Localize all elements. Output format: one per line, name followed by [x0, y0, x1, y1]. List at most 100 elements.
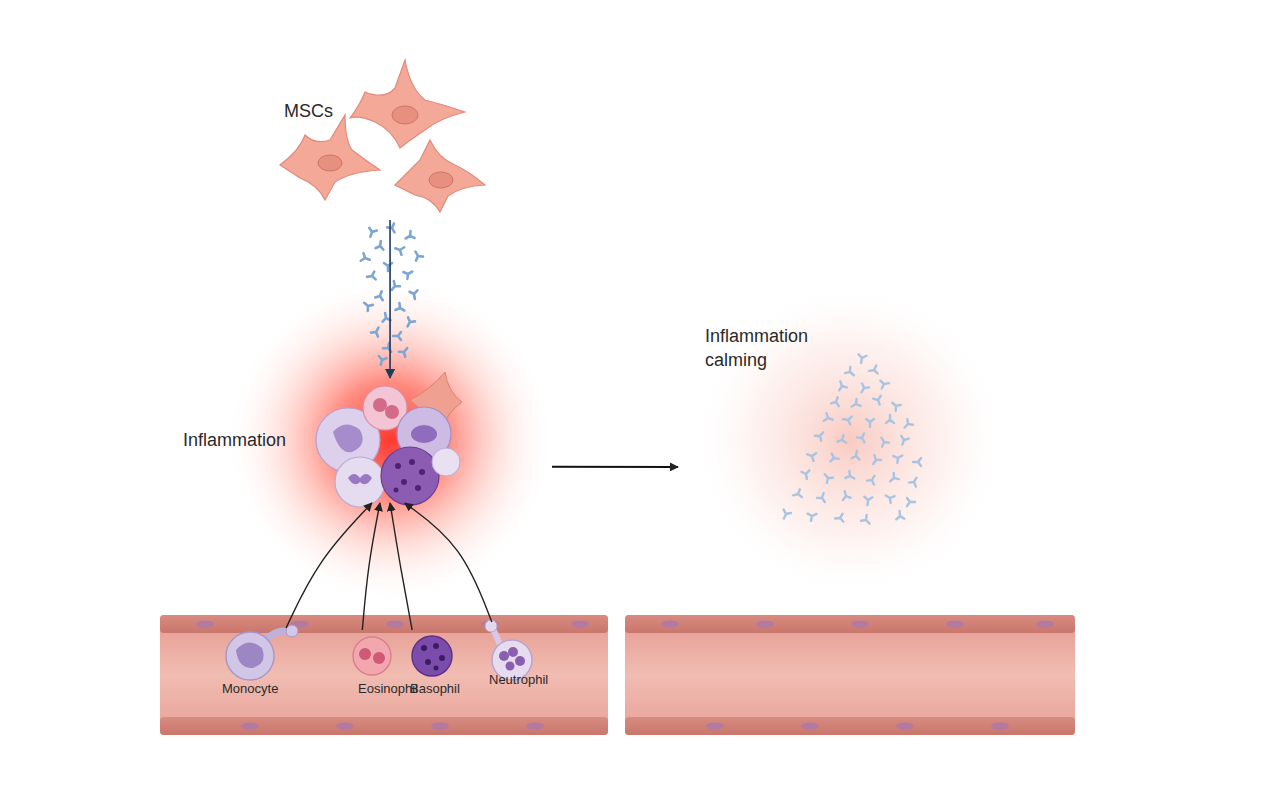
factor-particle	[868, 366, 877, 375]
flow-arrow	[405, 503, 492, 622]
vessel-wall	[625, 717, 1075, 735]
endothelial-nucleus	[946, 621, 964, 628]
endothelial-nuclei	[661, 621, 1054, 730]
cell-nucleus	[515, 656, 525, 666]
endothelial-nucleus	[196, 621, 214, 628]
flow-arrow	[362, 503, 380, 630]
factor-particle	[806, 451, 816, 461]
node-label: MSCs	[284, 100, 374, 124]
monocyte-graphic	[226, 625, 298, 680]
granule	[409, 459, 415, 465]
basophil-cell: Basophil	[405, 630, 460, 700]
factor-particle	[880, 379, 889, 388]
node-label: Inflammation calming	[705, 325, 835, 373]
factor-particle	[393, 332, 401, 340]
neutrophil-graphic	[485, 620, 532, 680]
pseudopod-tip	[286, 625, 298, 637]
factor-particle	[896, 511, 905, 520]
cell-body	[353, 637, 391, 675]
monocyte-cell: Monocyte	[212, 628, 290, 700]
endothelial-nucleus	[896, 723, 914, 730]
factor-particle	[841, 490, 851, 500]
cell-nucleus	[385, 405, 399, 419]
cell-nucleus	[411, 425, 437, 443]
factor-particle	[857, 354, 866, 363]
factor-particle	[831, 396, 841, 406]
eosinophil-graphic	[353, 637, 391, 675]
factor-particle	[366, 272, 375, 281]
basophil-graphic	[412, 636, 452, 676]
cell-granules	[394, 459, 426, 493]
factor-particle	[850, 399, 861, 410]
cell-nucleus	[373, 398, 387, 412]
factor-particle	[893, 452, 904, 463]
factor-particle	[822, 472, 833, 483]
endothelial-nucleus	[706, 723, 724, 730]
endothelial-nucleus	[526, 723, 544, 730]
granule	[401, 479, 407, 485]
factor-particle	[387, 223, 398, 234]
msc-cells	[280, 60, 485, 212]
vessel-lumen	[625, 615, 1075, 735]
granule	[415, 485, 421, 491]
msc-cell	[280, 115, 380, 200]
factor-particle	[375, 290, 385, 300]
factor-particle	[383, 343, 394, 354]
granule	[394, 488, 399, 493]
msc-nucleus	[392, 106, 418, 124]
node-label: Basophil	[410, 680, 480, 697]
factor-particle	[878, 436, 889, 447]
endothelial-nucleus	[991, 723, 1009, 730]
cell-nucleus	[508, 647, 518, 657]
factor-particle	[792, 489, 802, 499]
factor-particle	[845, 367, 856, 378]
factor-particle	[890, 400, 901, 411]
calming-glow	[690, 280, 1010, 600]
factor-particle	[845, 471, 856, 482]
factor-particle	[902, 419, 913, 430]
granule	[433, 643, 439, 649]
factor-particle	[884, 492, 895, 503]
cell-body	[412, 636, 452, 676]
endothelial-nucleus	[241, 723, 259, 730]
factor-particle	[836, 435, 846, 445]
factor-particle	[780, 510, 791, 521]
blood-vessel	[625, 615, 1075, 735]
endothelial-nucleus	[851, 621, 869, 628]
factor-particle	[837, 380, 847, 390]
factor-particle	[384, 263, 392, 271]
vessel-wall	[160, 717, 608, 735]
immune-cell	[432, 448, 460, 476]
factor-particle	[815, 430, 826, 441]
granule	[434, 666, 439, 671]
cell-nucleus	[506, 662, 515, 671]
factor-particle	[907, 498, 915, 506]
factor-particle	[830, 454, 839, 463]
factor-particle	[395, 303, 406, 314]
calming-factors	[780, 354, 921, 526]
factor-particle	[389, 281, 400, 292]
factor-particle	[403, 268, 414, 279]
factor-particle	[361, 253, 371, 263]
calming-site: Inflammation calming	[678, 325, 928, 555]
factor-particle	[873, 396, 883, 406]
factor-particle	[857, 433, 868, 444]
vessel-wall	[160, 615, 608, 633]
cell-nucleus	[499, 651, 509, 661]
eosinophil-cell: Eosinophil	[340, 630, 412, 700]
factor-particle	[412, 250, 423, 261]
msc-cell	[350, 60, 465, 148]
granule	[421, 645, 427, 651]
factor-particle	[817, 493, 828, 504]
factor-particle	[913, 458, 921, 466]
vessel-wall	[625, 615, 1075, 633]
flow-arrow	[390, 503, 412, 630]
factor-particle	[808, 510, 819, 521]
neutrophil-cell: Neutrophil	[470, 622, 565, 692]
endothelial-nuclei	[196, 621, 589, 730]
granule	[395, 463, 401, 469]
factor-particle	[842, 415, 851, 424]
factor-particle	[888, 473, 899, 484]
